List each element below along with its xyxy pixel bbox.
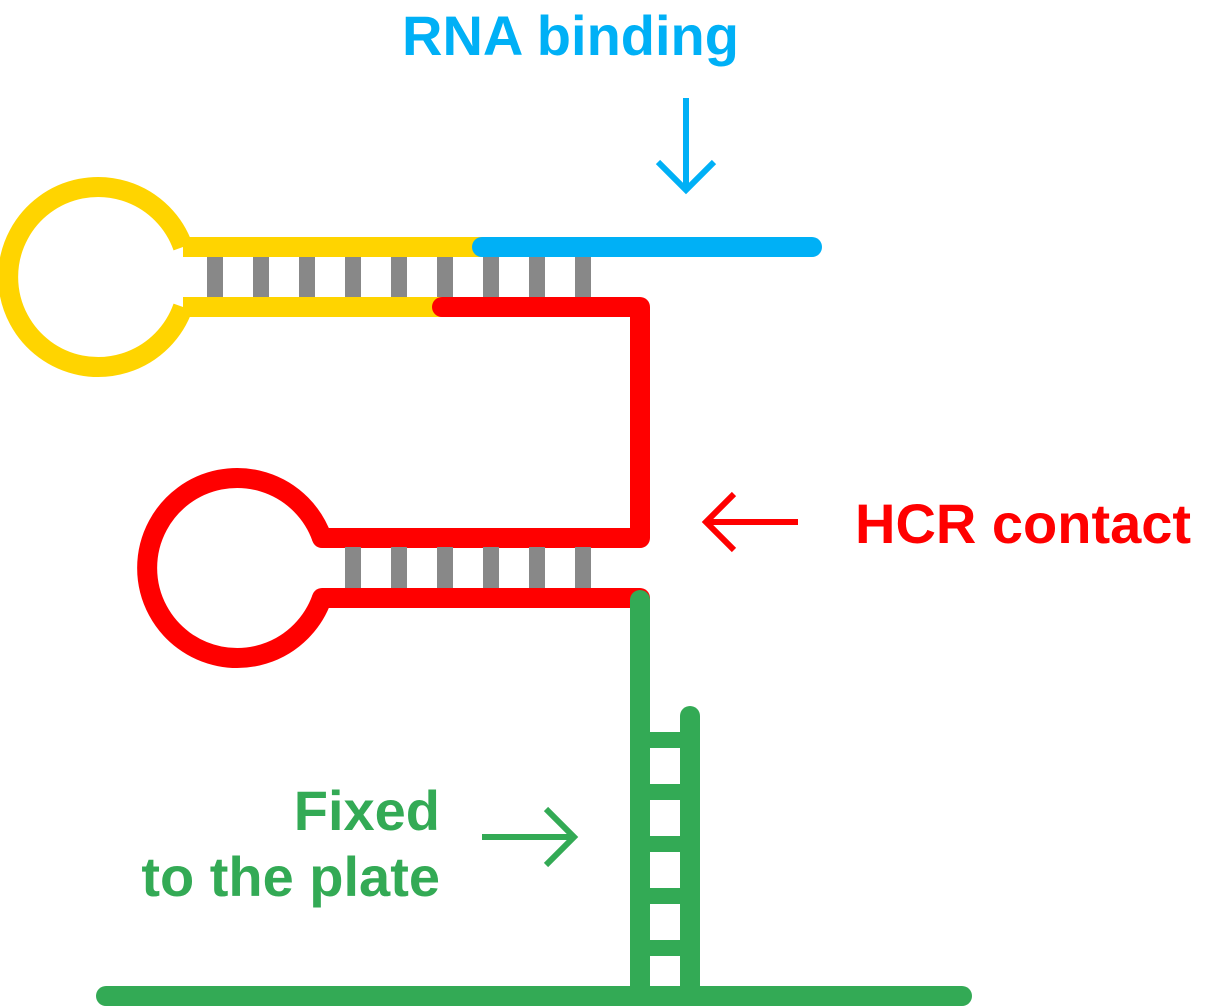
- fixed-label-line2: to the plate: [141, 845, 440, 908]
- bottom-loop-red: [137, 468, 332, 668]
- hcr-contact-arrow: [701, 491, 798, 553]
- top-loop-yellow: [0, 177, 193, 377]
- fixed-label-line1: Fixed: [293, 779, 440, 842]
- bottom-stem-base-pairs: [345, 547, 591, 589]
- bottom-hairpin: [137, 468, 650, 668]
- fixed-to-plate-arrow: [482, 806, 579, 868]
- plate-anchor: [96, 590, 972, 1006]
- rna-binding-arrow: [655, 98, 717, 195]
- rna-binding-label: RNA binding: [402, 4, 739, 67]
- top-stem-base-pairs: [207, 256, 591, 299]
- fixed-to-plate-label: Fixed to the plate: [141, 778, 440, 910]
- hcr-connector-strand: [312, 297, 650, 548]
- hcr-contact-label: HCR contact: [855, 492, 1192, 555]
- top-hairpin: [0, 177, 822, 548]
